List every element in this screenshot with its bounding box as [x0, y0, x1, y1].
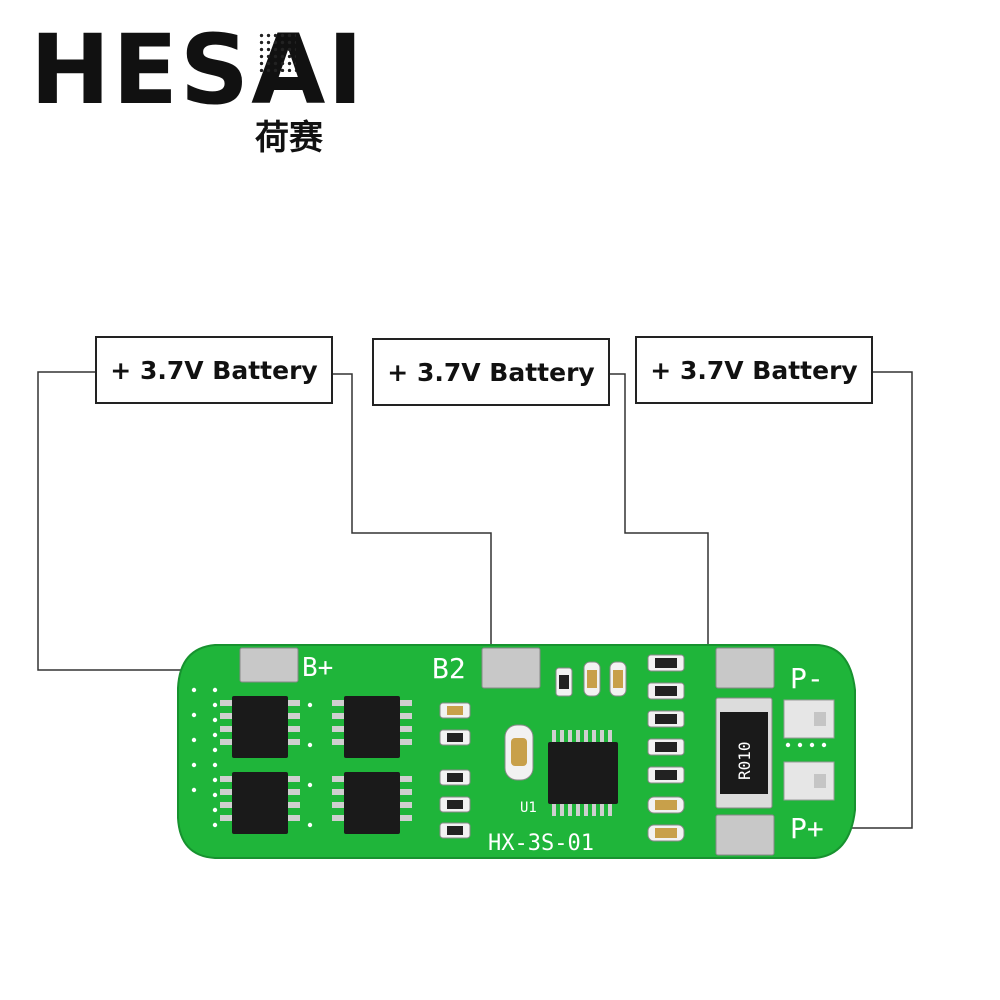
- pad-p-minus: [783, 699, 835, 739]
- resistor-group-right: [647, 654, 685, 842]
- logo-dot-pattern: [258, 32, 296, 72]
- mosfet-3: [220, 772, 300, 834]
- battery-3-label: + 3.7V Battery: [650, 355, 858, 385]
- label-b2: B2: [432, 652, 466, 685]
- capacitor-c6: [504, 724, 534, 781]
- label-u1: U1: [520, 800, 537, 816]
- mosfet-1: [220, 696, 300, 758]
- resistor-group-top: [555, 661, 627, 697]
- silkscreen-labels: B+ B2 P- P+ HX-3S-01 U1 R010: [302, 652, 824, 856]
- pad-b-minus-2: [715, 814, 775, 856]
- protection-ic: [548, 730, 618, 816]
- logo-brand-text: HESAI: [30, 14, 366, 126]
- mosfet-4: [332, 772, 412, 834]
- hesai-logo: HESAI 荷赛: [30, 20, 370, 160]
- wire-b-minus-to-battery1: [37, 371, 185, 671]
- label-shunt: R010: [735, 741, 754, 780]
- label-model: HX-3S-01: [488, 831, 594, 856]
- wires: [37, 371, 913, 829]
- battery-1: + 3.7V Battery: [95, 336, 333, 404]
- resistor-group-left: [439, 702, 471, 839]
- wire-battery1-to-b2: [333, 373, 492, 648]
- wire-battery2-to-b1: [610, 373, 709, 648]
- battery-2: + 3.7V Battery: [372, 338, 610, 406]
- label-p-plus: P+: [790, 812, 824, 845]
- label-b-plus: B+: [302, 653, 333, 683]
- battery-2-label: + 3.7V Battery: [387, 357, 595, 387]
- battery-3: + 3.7V Battery: [635, 336, 873, 404]
- pad-b1: [715, 647, 775, 689]
- shunt-resistor: [715, 697, 773, 809]
- label-p-minus: P-: [790, 662, 824, 695]
- pad-p-plus: [783, 761, 835, 801]
- pcb-vias: [191, 687, 827, 828]
- passive-components: [439, 654, 773, 842]
- pad-b-minus: [239, 647, 299, 683]
- wire-battery3-to-p-plus: [838, 371, 913, 829]
- solder-pads: [239, 647, 835, 856]
- pad-b2: [481, 647, 541, 689]
- battery-1-label: + 3.7V Battery: [110, 355, 318, 385]
- logo-subtitle: 荷赛: [255, 118, 323, 158]
- pcb-board: B+ B2 P- P+ HX-3S-01 U1 R010: [177, 644, 856, 859]
- mosfet-2: [332, 696, 412, 758]
